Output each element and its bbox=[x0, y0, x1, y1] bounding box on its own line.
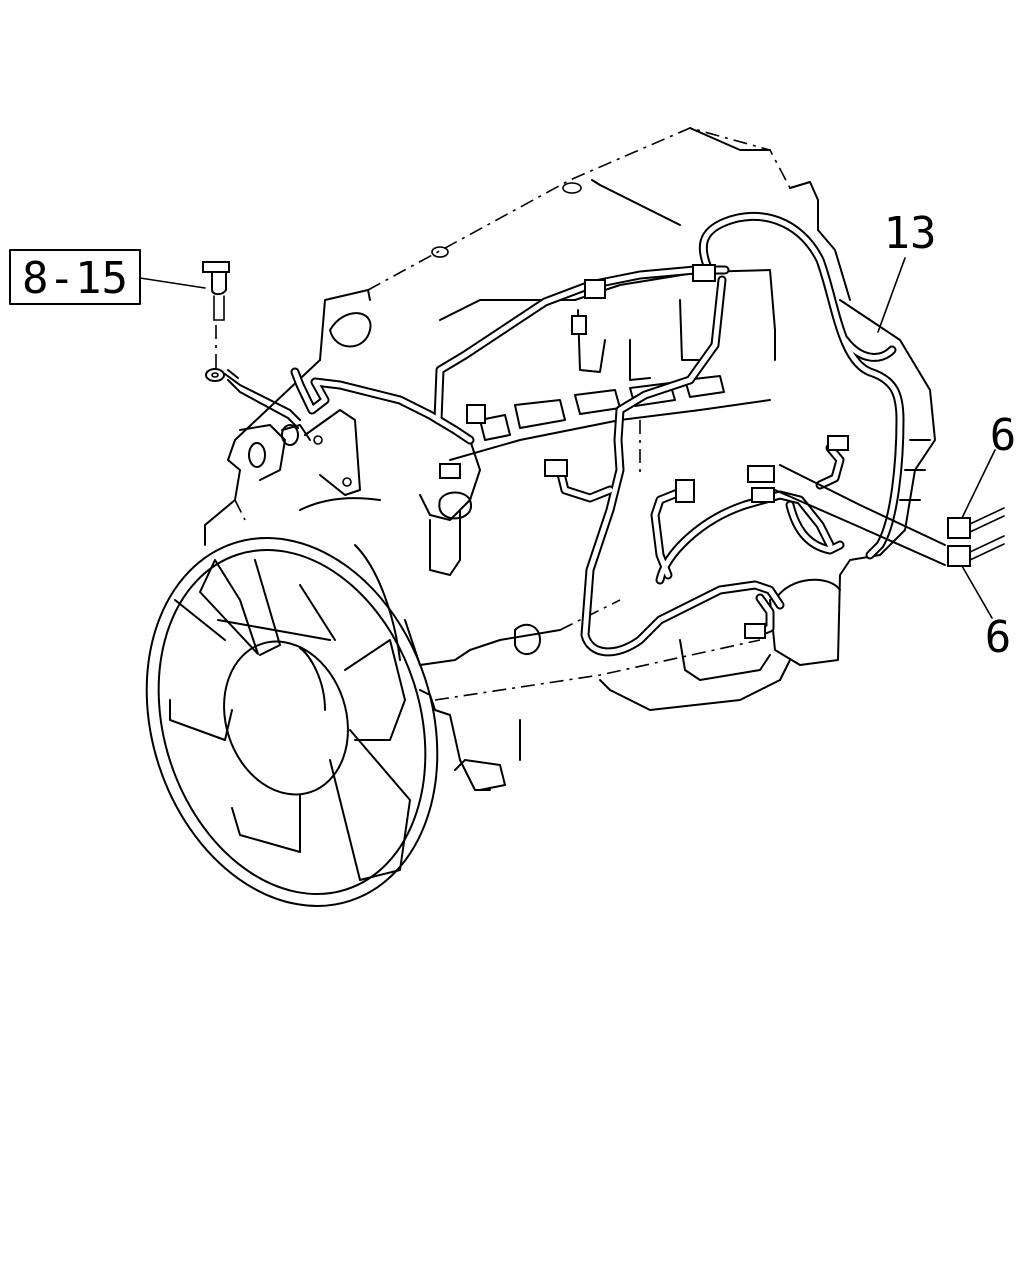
connector-plug bbox=[747, 465, 775, 483]
connector-lower bbox=[947, 545, 971, 567]
ground-strap bbox=[202, 261, 301, 429]
connector-plug bbox=[584, 279, 606, 299]
connector-plug bbox=[544, 459, 568, 477]
callout-13: 13 bbox=[884, 208, 937, 259]
bolt-head-icon bbox=[202, 261, 230, 273]
wiring-harness bbox=[290, 211, 946, 657]
harness-connectors bbox=[439, 264, 849, 639]
connector-plug bbox=[571, 315, 587, 335]
connector-plug bbox=[439, 463, 461, 479]
callout-6-lower: 6 bbox=[985, 612, 1012, 663]
leader-lines bbox=[139, 257, 996, 619]
item-6-connectors bbox=[947, 507, 1005, 567]
ref-callout-8-15: 8-15 bbox=[22, 253, 128, 304]
connector-plug bbox=[692, 264, 716, 282]
connector-plug bbox=[744, 623, 766, 639]
connector-plug bbox=[751, 487, 775, 503]
connector-plug bbox=[827, 435, 849, 451]
connector-upper bbox=[947, 517, 971, 539]
ref-box-frame bbox=[9, 249, 141, 305]
engine-block bbox=[204, 127, 936, 791]
connector-plug bbox=[466, 404, 486, 424]
cooling-fan bbox=[145, 537, 439, 907]
connector-plug bbox=[675, 479, 695, 503]
callout-6-upper: 6 bbox=[990, 410, 1017, 461]
